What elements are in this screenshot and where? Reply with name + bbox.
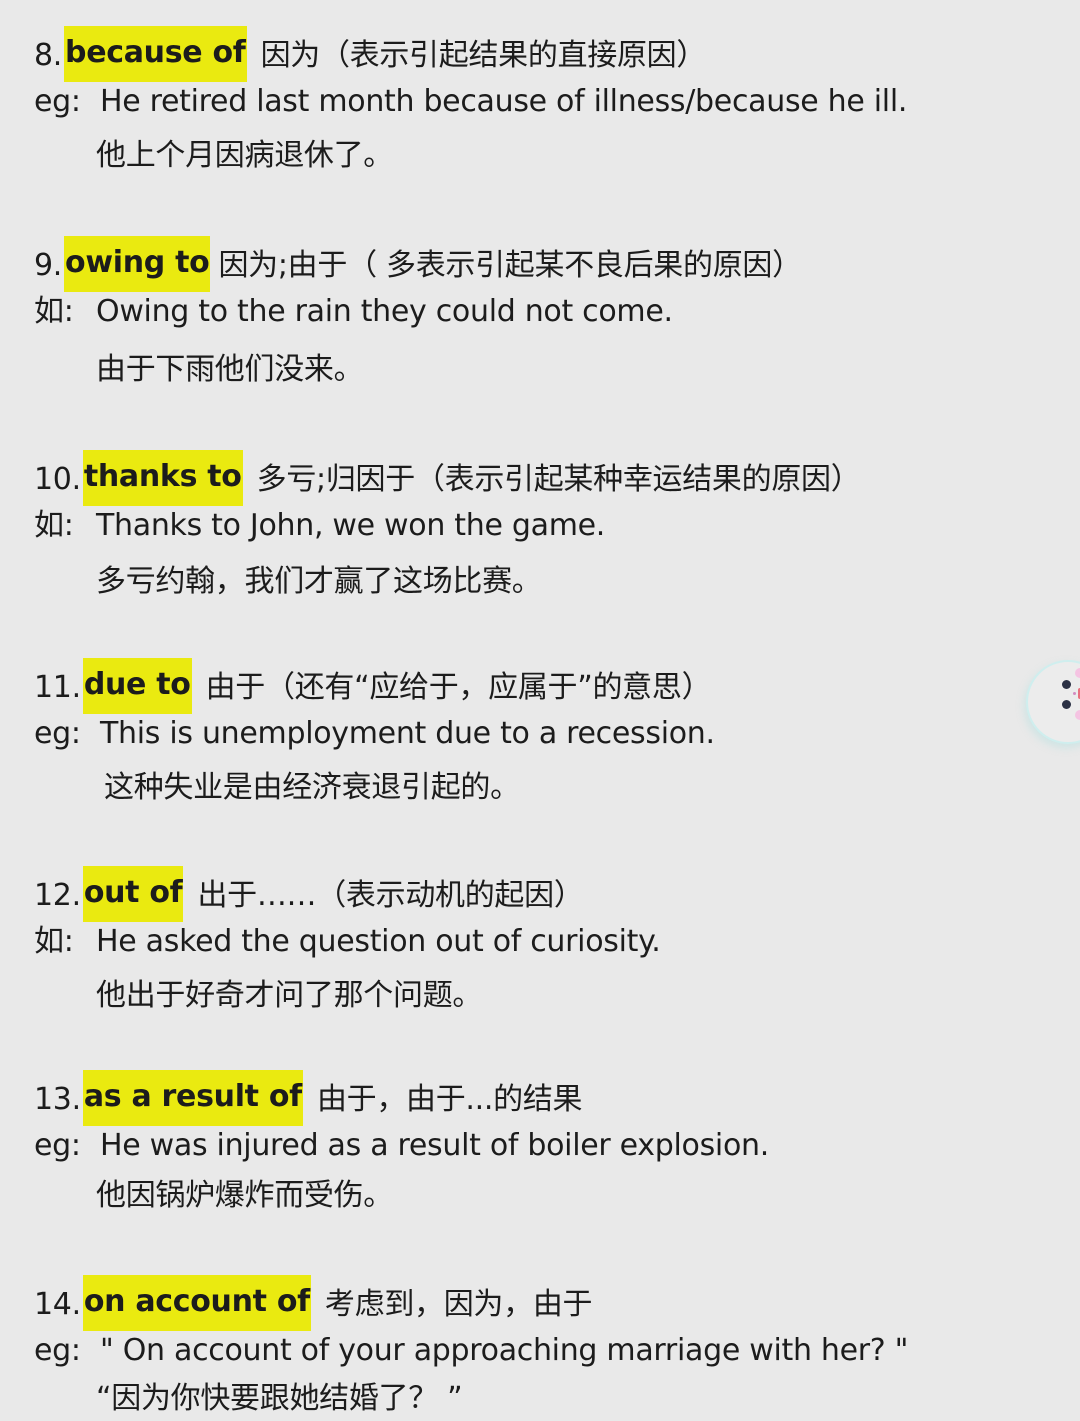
example-sentence: This is unemployment due to a recession. (100, 716, 715, 751)
highlighted-phrase: on account of (82, 1275, 311, 1331)
example-line: eg: He was injured as a result of boiler … (34, 1126, 769, 1166)
example-sentence: Thanks to John, we won the game. (96, 508, 606, 543)
cartoon-face-icon (1075, 668, 1080, 678)
entry-heading: 14.on account of 考虑到，因为，由于 (34, 1275, 593, 1333)
eye-icon (1062, 680, 1071, 689)
phrase-meaning: 因为（表示引起结果的直接原因） (260, 37, 707, 73)
example-sentence: He asked the question out of curiosity. (96, 924, 661, 959)
entry-number: 14. (34, 1286, 81, 1322)
highlighted-phrase: as a result of (82, 1070, 303, 1126)
cheek-icon (1075, 710, 1080, 720)
example-sentence: " On account of your approaching marriag… (100, 1333, 909, 1368)
example-label: eg: (34, 1333, 81, 1368)
example-line: 如: Thanks to John, we won the game. (34, 506, 605, 546)
phrase-meaning: 多亏;归因于（表示引起某种幸运结果的原因） (256, 461, 861, 497)
example-label: 如: (34, 508, 74, 543)
translation-line: “因为你快要跟她结婚了？ ” (96, 1381, 463, 1416)
entry-number: 12. (34, 877, 81, 913)
entry-heading: 10.thanks to 多亏;归因于（表示引起某种幸运结果的原因） (34, 450, 861, 508)
highlighted-phrase: because of (64, 26, 247, 82)
translation-line: 由于下雨他们没来。 (96, 352, 364, 387)
example-label: eg: (34, 1128, 81, 1163)
translation-line: 多亏约翰，我们才赢了这场比赛。 (96, 564, 542, 599)
example-line: eg: " On account of your approaching marr… (34, 1331, 908, 1371)
nose-icon (1073, 692, 1076, 695)
entry-heading: 11.due to 由于（还有“应给于，应属于”的意思） (34, 658, 712, 716)
example-line: 如: He asked the question out of curiosity… (34, 922, 661, 962)
phrase-meaning: 出于……（表示动机的起因） (197, 877, 584, 913)
entry-number: 11. (34, 669, 81, 705)
highlighted-phrase: out of (82, 866, 184, 922)
floating-assistant-button[interactable] (1026, 660, 1080, 744)
translation-line: 他出于好奇才问了那个问题。 (96, 978, 483, 1013)
entry-number: 9. (34, 247, 63, 283)
entry-number: 8. (34, 37, 63, 73)
example-label: eg: (34, 716, 81, 751)
example-line: eg: This is unemployment due to a recessi… (34, 714, 715, 754)
translation-line: 他上个月因病退休了。 (96, 138, 393, 173)
translation-line: 这种失业是由经济衰退引起的。 (104, 770, 520, 805)
highlighted-phrase: thanks to (82, 450, 243, 506)
phrase-meaning: 考虑到，因为，由于 (324, 1286, 593, 1322)
example-label: eg: (34, 84, 81, 119)
example-label: 如: (34, 924, 74, 959)
example-line: 如: Owing to the rain they could not come. (34, 292, 673, 332)
entry-number: 13. (34, 1081, 81, 1117)
entry-heading: 12.out of 出于……（表示动机的起因） (34, 866, 584, 924)
phrase-meaning: 由于，由于...的结果 (316, 1081, 583, 1117)
highlighted-phrase: owing to (64, 236, 211, 292)
example-label: 如: (34, 294, 74, 329)
mouth-icon (1078, 688, 1080, 699)
entry-heading: 13.as a result of 由于，由于...的结果 (34, 1070, 583, 1128)
example-sentence: Owing to the rain they could not come. (96, 294, 673, 329)
example-sentence: He retired last month because of illness… (100, 84, 908, 119)
eye-icon (1062, 700, 1071, 709)
highlighted-phrase: due to (82, 658, 192, 714)
entry-number: 10. (34, 461, 81, 497)
phrase-meaning: 因为;由于（ 多表示引起某不良后果的原因） (218, 247, 802, 283)
translation-line: 他因锅炉爆炸而受伤。 (96, 1178, 393, 1213)
phrase-meaning: 由于（还有“应给于，应属于”的意思） (205, 669, 712, 705)
example-sentence: He was injured as a result of boiler exp… (100, 1128, 769, 1163)
example-line: eg: He retired last month because of illn… (34, 82, 907, 122)
entry-heading: 8.because of 因为（表示引起结果的直接原因） (34, 26, 707, 84)
